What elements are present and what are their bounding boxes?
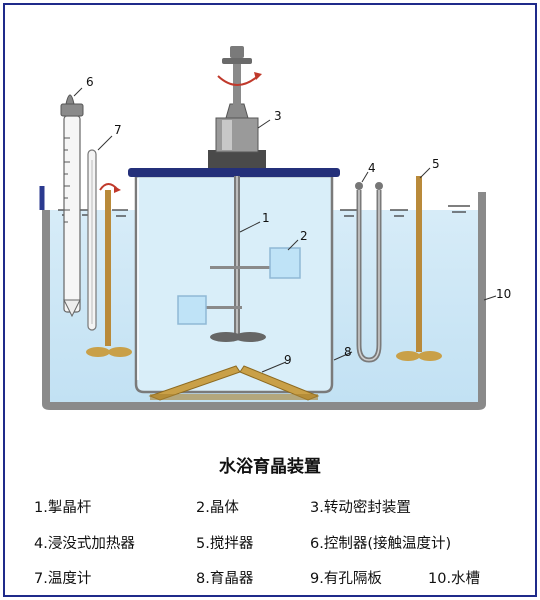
contact-thermometer [60, 94, 84, 318]
callout-7: 7 [114, 123, 122, 137]
callout-1: 1 [262, 211, 270, 225]
thermometer [87, 149, 97, 331]
legend-item-1: 1.掣晶杆 [34, 500, 92, 516]
rotary-seal-device [208, 46, 266, 168]
immersion-heater [355, 182, 383, 363]
legend-item-4: 4.浸没式加热器 [34, 536, 135, 552]
crystal-growth-apparatus-diagram: 6 7 3 1 2 4 5 9 8 10 [39, 46, 511, 410]
legend-item-5: 5.搅拌器 [196, 536, 254, 552]
legend-item-6: 6.控制器(接触温度计) [310, 536, 452, 552]
callout-9: 9 [284, 353, 292, 367]
crystal-rod [206, 176, 270, 342]
callout-3: 3 [274, 109, 282, 123]
legend-item-3: 3.转动密封装置 [310, 500, 411, 516]
figure-caption: 水浴育晶装置 [219, 457, 321, 477]
legend-item-8: 8.育晶器 [196, 571, 254, 587]
callout-2: 2 [300, 229, 308, 243]
callout-5: 5 [432, 157, 440, 171]
leader-lines [73, 87, 497, 373]
vessel-lid [128, 168, 340, 177]
callout-6: 6 [86, 75, 94, 89]
perforated-partition [148, 365, 320, 401]
legend-item-9: 9.有孔隔板 [310, 571, 382, 587]
stirrer-right [396, 176, 442, 361]
legend-item-7: 7.温度计 [34, 571, 92, 587]
crystal-upper [269, 247, 301, 279]
stirrer-left [86, 183, 132, 357]
legend-item-10: 10.水槽 [428, 571, 481, 587]
legend-item-2: 2.晶体 [196, 500, 239, 516]
callout-8: 8 [344, 345, 352, 359]
callout-4: 4 [368, 161, 376, 175]
crystal-lower [177, 295, 207, 325]
callout-10: 10 [496, 287, 511, 301]
